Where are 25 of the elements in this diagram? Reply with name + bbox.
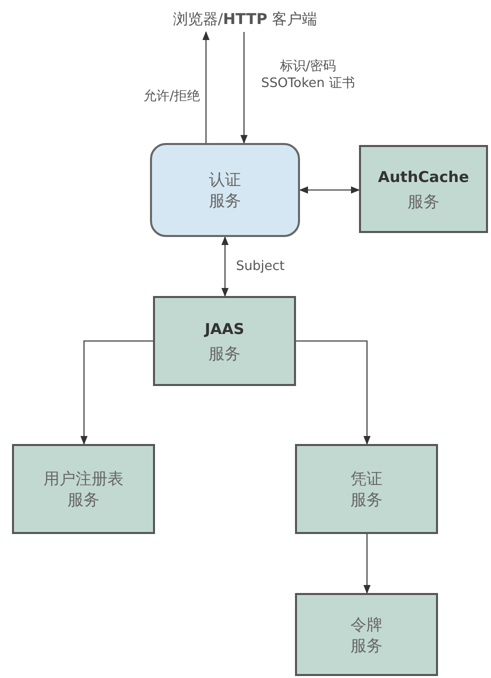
arrow	[80, 340, 153, 445]
edge-label: 允许/拒绝	[142, 88, 200, 105]
arrow	[299, 186, 360, 194]
service-box	[150, 143, 300, 237]
service-label: 服务	[208, 342, 240, 364]
service-name: AuthCache	[378, 167, 469, 188]
arrow	[240, 32, 248, 144]
service-label: 认证服务	[208, 169, 242, 211]
service-box	[295, 593, 438, 676]
service-label: 服务	[408, 190, 440, 212]
service-label: 凭证服务	[349, 468, 384, 510]
arrow	[296, 340, 371, 445]
edge-label: 标识/密码 SSOToken 证书	[260, 58, 356, 92]
service-box	[295, 444, 438, 534]
service-box	[359, 145, 488, 233]
arrow	[202, 31, 210, 143]
service-label: 用户注册表服务	[42, 468, 124, 510]
arrow	[221, 236, 229, 297]
arrow	[363, 534, 371, 594]
service-name: JAAS	[204, 319, 244, 340]
service-box	[12, 444, 155, 534]
service-box	[153, 296, 296, 386]
service-label: 令牌服务	[349, 614, 384, 656]
edge-label: Subject	[236, 258, 286, 275]
node-text: 浏览器/HTTP 客户端	[172, 8, 318, 30]
